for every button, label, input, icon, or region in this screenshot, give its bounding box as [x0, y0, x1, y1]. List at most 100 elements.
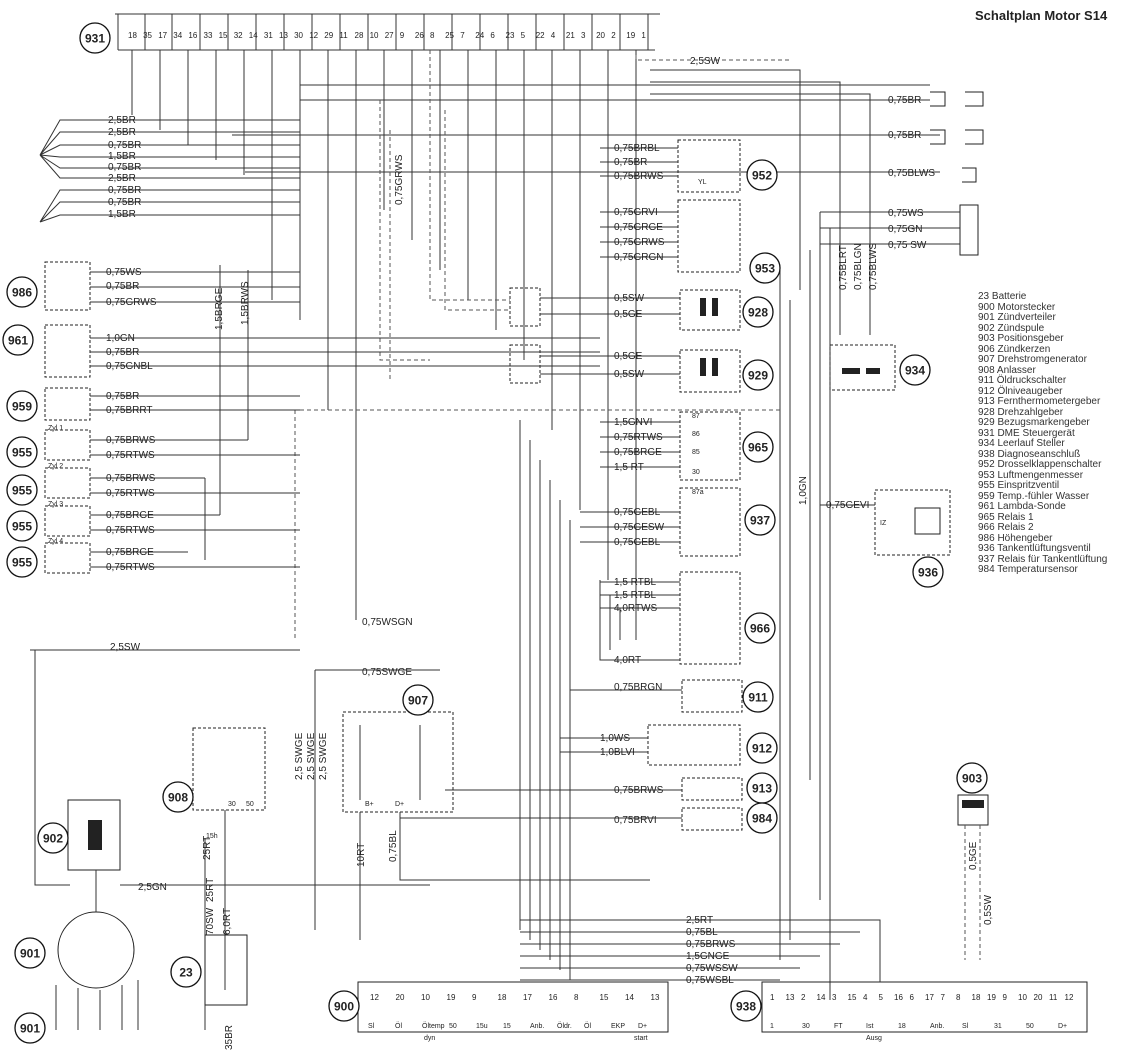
pin-function-900: Öl: [395, 1022, 402, 1030]
component-circle: [14, 1012, 46, 1044]
wire-label: 1,0BLVI: [600, 747, 635, 758]
pin-function-938: Anb.: [930, 1023, 944, 1030]
legend-item: 907 Drehstromgenerator: [978, 354, 1087, 365]
pin-label-938: 5: [879, 993, 884, 1002]
wire-label: 0,75BR: [108, 162, 141, 173]
pin-label-931: 18: [128, 31, 137, 40]
pin-label-931: 23: [506, 31, 515, 40]
pin-label-931: 29: [324, 31, 333, 40]
wire-label: 4,0RT: [614, 655, 641, 666]
component-number: 908: [168, 791, 188, 805]
component-number: 952: [752, 169, 772, 183]
legend-item: 902 Zündspule: [978, 322, 1045, 334]
pin-function-938: 18: [898, 1023, 906, 1030]
starter-908: [192, 727, 266, 1030]
pin-label-931: 5: [521, 31, 526, 40]
pin-label-900: 19: [447, 993, 456, 1002]
distributor-901: [55, 870, 139, 1030]
wire-label: 0,75BR: [108, 140, 141, 151]
page-title: Schaltplan Motor S14: [975, 8, 1108, 23]
pin-label-900: 8: [574, 993, 579, 1002]
component-928: 928: [742, 296, 774, 328]
pin-label-938: 2: [801, 993, 806, 1002]
legend-item: 901 Zündverteiler: [978, 312, 1056, 323]
component-955b: 955: [6, 474, 38, 506]
component-961: 961: [2, 324, 34, 356]
wire-label: 0,75RTWS: [614, 432, 663, 443]
component-901b: 901: [14, 1012, 46, 1044]
wire-label: 0,75GEBL: [614, 507, 661, 518]
wire-label-vertical: 6,0RT: [222, 908, 233, 935]
annotation-t50: 50: [246, 801, 254, 808]
wire-label: 1,0GN: [106, 333, 135, 344]
wire-label: 0,75WS: [888, 208, 924, 219]
component-circle: [746, 732, 778, 764]
annotation-tB: B+: [365, 801, 374, 808]
component-circle: [742, 296, 774, 328]
component-965: 965: [742, 431, 774, 463]
ref-mark-sensor-929: [509, 344, 741, 393]
component-908: 908: [162, 781, 194, 813]
component-number: 929: [748, 369, 768, 383]
legend-item: 934 Leerlauf Steller: [978, 438, 1065, 449]
legend-item: 965 Relais 1: [978, 511, 1034, 523]
pin-label-900: 13: [651, 993, 660, 1002]
component-circle: [79, 22, 111, 54]
wire-label: 0,75BLWS: [888, 168, 935, 179]
temp-sensor-984: [400, 807, 743, 831]
pin-function-938: Ist: [866, 1023, 873, 1030]
pin-label-931: 11: [339, 31, 348, 40]
relay-937: [580, 487, 741, 557]
component-number: 913: [752, 782, 772, 796]
wire-label: 0,75WSSW: [686, 963, 738, 974]
legend-item: 959 Temp.-fühler Wasser: [978, 490, 1090, 502]
pin-label-931: 3: [581, 31, 586, 40]
component-number: 959: [12, 400, 32, 414]
legend-item: 906 Zündkerzen: [978, 343, 1051, 355]
component-circle: [744, 504, 776, 536]
pin-label-931: 31: [264, 31, 273, 40]
tank-vent-valve-936: [820, 489, 951, 556]
component-number: 23: [179, 966, 193, 980]
pin-label-931: 10: [370, 31, 379, 40]
component-number: 955: [12, 556, 32, 570]
pin-label-938: 8: [956, 993, 961, 1002]
pin-label-938: 13: [786, 993, 795, 1002]
pin-label-931: 15: [219, 31, 228, 40]
pin-function-938: 30: [802, 1023, 810, 1030]
pin-function-938: 1: [770, 1023, 774, 1030]
pin-label-931: 16: [188, 31, 197, 40]
wire-label: 2,5BR: [108, 115, 136, 126]
pin-label-931: 27: [385, 31, 394, 40]
legend-item: 23 Batterie: [978, 291, 1027, 302]
pin-function-900: Öldr.: [557, 1022, 572, 1030]
wire-label: 2,5BR: [108, 127, 136, 138]
left-components: [44, 261, 600, 574]
pin-label-931: 4: [551, 31, 556, 40]
annotation-p85: 85: [692, 449, 700, 456]
wire-label: 0,75BRGE: [614, 447, 662, 458]
wire-label: 2,5RT: [686, 915, 713, 926]
pin-function-900: Öltemp: [422, 1022, 445, 1030]
pin-label-900: 16: [549, 993, 558, 1002]
component-number: 986: [12, 286, 32, 300]
component-circle: [6, 436, 38, 468]
pin-label-931: 7: [460, 31, 465, 40]
wire-label-vertical: 0,75BLWS: [868, 243, 879, 290]
legend-item: 955 Einspritzventil: [978, 480, 1060, 491]
wire-label-vertical: 25RT: [202, 836, 213, 860]
wire-label: 0,75BR: [888, 130, 921, 141]
pin-label-900: 15: [600, 993, 609, 1002]
legend-item: 986 Höhengeber: [978, 532, 1053, 544]
pin-label-938: 17: [925, 993, 934, 1002]
pin-label-938: 15: [848, 993, 857, 1002]
pin-label-900: 14: [625, 993, 634, 1002]
wire-label: 1,5BR: [108, 151, 136, 162]
wire-label-vertical: 0,75BLRT: [838, 245, 849, 290]
wire-label-vertical: 0,75BL: [388, 830, 399, 862]
pin-label-900: 10: [421, 993, 430, 1002]
component-circle: [37, 822, 69, 854]
